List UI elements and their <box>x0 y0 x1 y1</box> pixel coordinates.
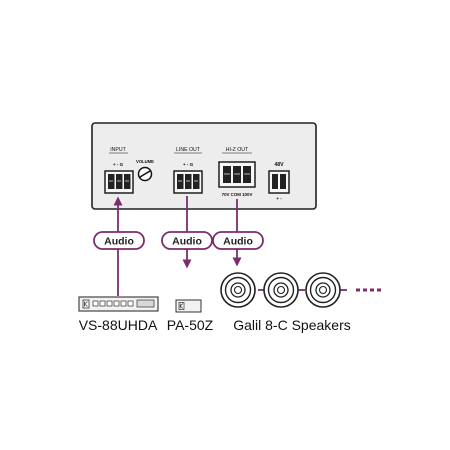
input-label: INPUT <box>110 147 126 153</box>
speaker-3 <box>305 272 341 308</box>
amplifier-device-label: PA-50Z <box>167 317 214 333</box>
audio-label-input: Audio <box>104 236 134 248</box>
audio-label-line-out: Audio <box>172 236 202 248</box>
continuation-dots <box>356 288 381 292</box>
source-device-label: VS-88UHDA <box>79 317 158 333</box>
speakers-label: Galil 8-C Speakers <box>233 317 351 333</box>
line-out-section: LINE OUT + - G <box>173 147 203 194</box>
power-48v-polarity: + - <box>276 196 282 201</box>
input-terminal-block[interactable] <box>104 170 134 194</box>
power-48v-section: 48V + - <box>268 162 290 201</box>
volume-label: VOLUME <box>136 159 154 164</box>
hiz-out-label: HI-Z OUT <box>226 147 249 153</box>
hiz-out-terminal-block[interactable] <box>218 161 256 188</box>
audio-label-hiz: Audio <box>223 236 253 248</box>
volume-knob[interactable] <box>137 166 153 182</box>
line-out-polarity: + - G <box>183 162 194 167</box>
input-section: INPUT + - G <box>104 147 134 194</box>
power-48v-label: 48V <box>274 162 284 168</box>
audio-pill-input: Audio <box>93 231 145 250</box>
amplifier-device <box>175 299 202 313</box>
hiz-terminal-labels: 70V COM 100V <box>222 192 253 197</box>
line-out-terminal-block[interactable] <box>173 170 203 194</box>
input-polarity: + - G <box>113 162 124 167</box>
power-48v-terminal-block[interactable] <box>268 170 290 194</box>
line-out-label: LINE OUT <box>176 147 201 153</box>
kramer-logo-icon <box>82 299 90 309</box>
speaker-1 <box>220 272 256 308</box>
device-rear-panel <box>91 122 317 210</box>
source-device <box>78 296 159 312</box>
audio-pill-line-out: Audio <box>161 231 213 250</box>
volume-control: VOLUME <box>136 159 154 182</box>
hiz-out-section: HI-Z OUT 70V COM 100V <box>218 147 256 197</box>
speaker-2 <box>263 272 299 308</box>
audio-pill-hiz: Audio <box>212 231 264 250</box>
